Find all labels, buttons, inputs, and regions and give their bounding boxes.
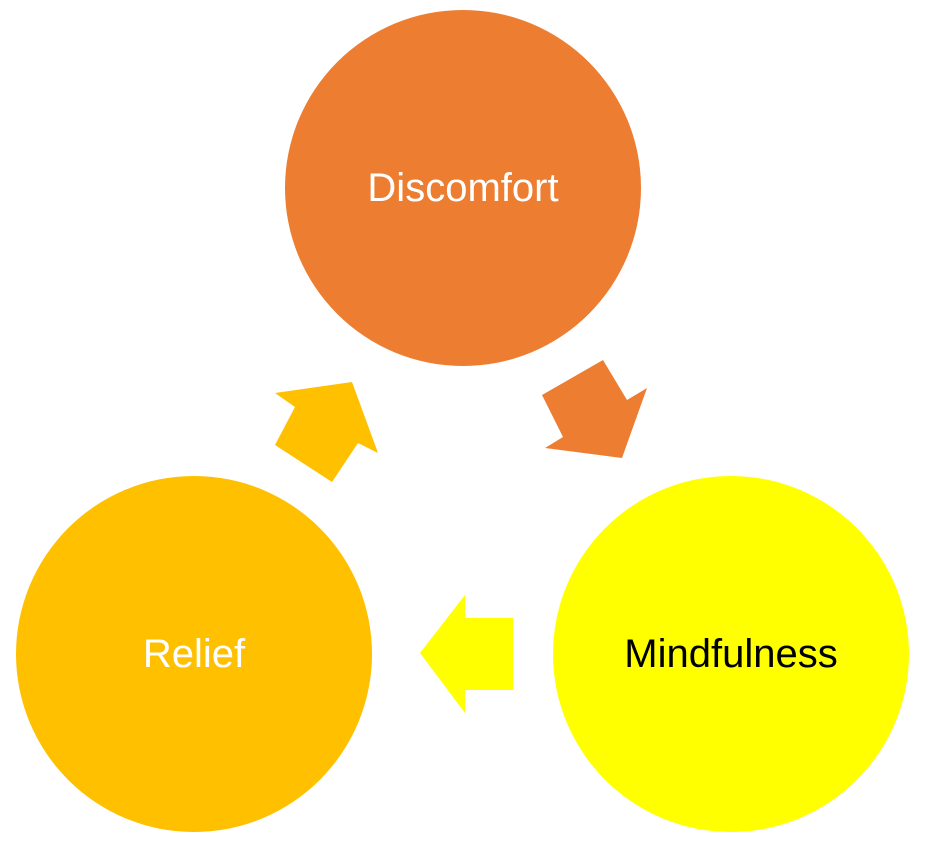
node-relief: Relief [16, 476, 372, 832]
arrow-discomfort-to-mindfulness [542, 360, 647, 458]
arrow-mindfulness-to-relief [420, 595, 513, 713]
node-discomfort: Discomfort [285, 10, 641, 366]
discomfort-label: Discomfort [367, 166, 558, 210]
arrow-relief-to-discomfort [275, 382, 378, 482]
node-mindfulness: Mindfulness [553, 476, 909, 832]
discomfort-circle [285, 10, 641, 366]
relief-circle [16, 476, 372, 832]
mindfulness-circle [553, 476, 909, 832]
relief-label: Relief [143, 632, 246, 676]
mindfulness-label: Mindfulness [624, 632, 837, 676]
